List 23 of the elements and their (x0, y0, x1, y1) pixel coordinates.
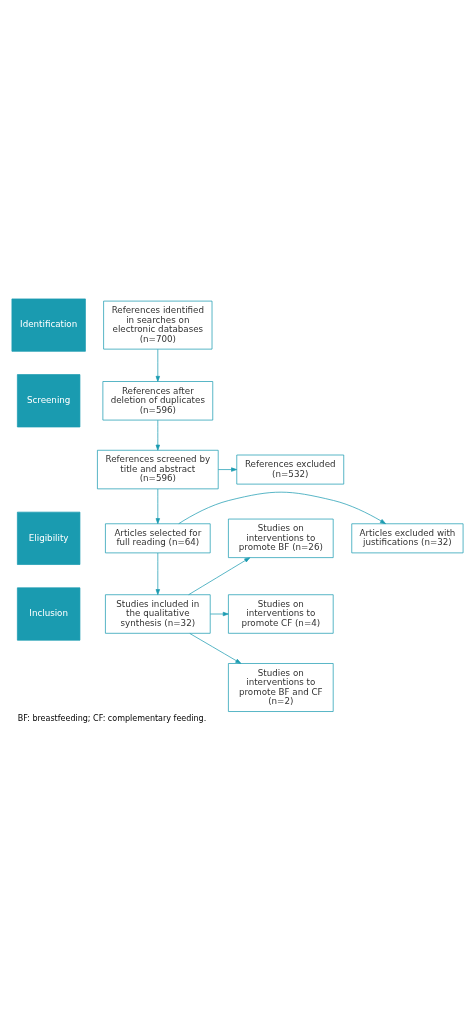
node-box: References identified in searches on electronic databases (n=700) (102, 300, 212, 350)
node-box: References after deletion of duplicates (n=596) (102, 381, 213, 421)
node-box: References excluded (n=532) (235, 454, 344, 485)
node-box: Articles selected for full reading (n=64) (104, 523, 211, 554)
arrow (217, 467, 237, 472)
arrow (155, 348, 160, 382)
node-box: Studies included in the qualitative synthesis (n=32) (104, 594, 211, 634)
arrow (155, 419, 160, 451)
arrow (155, 552, 160, 595)
node-box: Studies on interventions to promote CF (n=4) (227, 594, 334, 634)
node-box: Articles excluded with justifications (n=32) (350, 523, 463, 554)
node-box: Studies on interventions to promote BF and CF (n=2) (227, 663, 334, 712)
node-box: Identification (11, 298, 86, 352)
arrow (187, 557, 250, 596)
node-box: References screened by title and abstract (n=596) (96, 449, 219, 490)
node-box: Inclusion (16, 587, 80, 641)
arrow (155, 488, 160, 525)
node-box: Studies on interventions to promote BF (n=26) (227, 518, 334, 558)
node-box: Screening (16, 374, 80, 428)
arrow (188, 633, 241, 664)
node-box: Eligibility (16, 511, 80, 565)
arrow (209, 611, 229, 617)
arrow (177, 491, 386, 524)
